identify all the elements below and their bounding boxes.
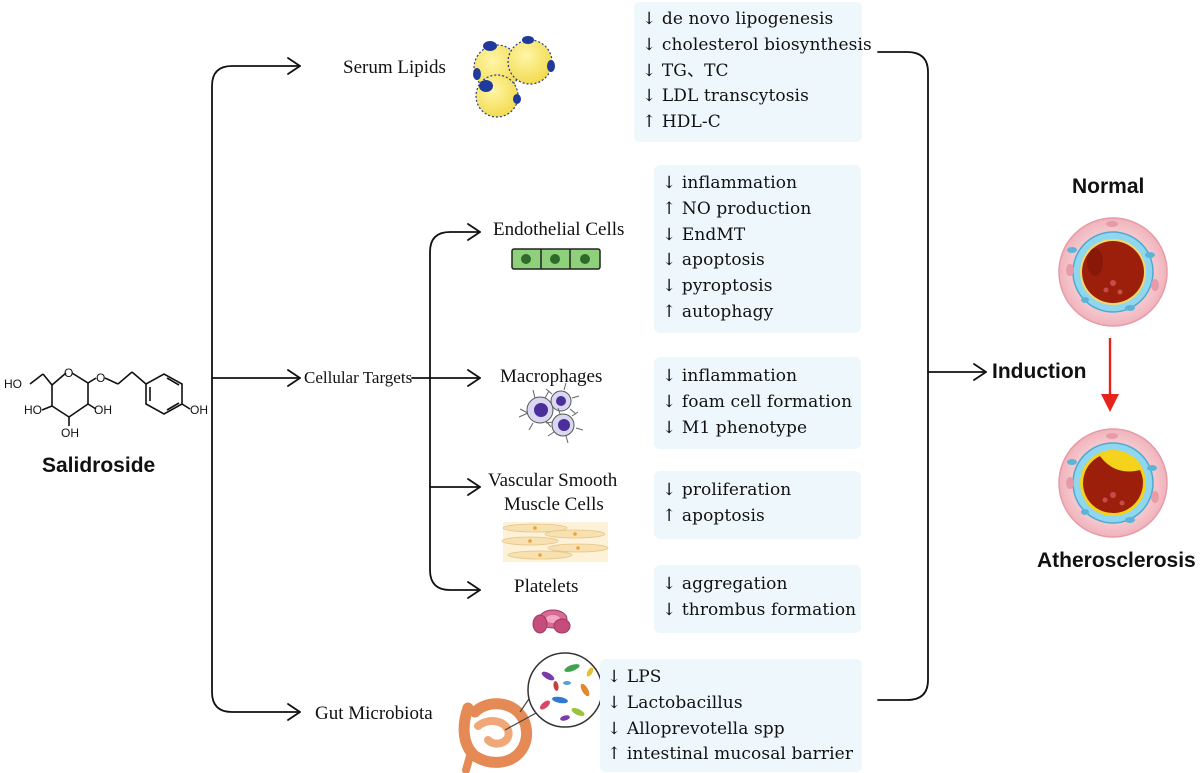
effect-item: ↓ inflammation bbox=[662, 173, 798, 193]
effect-item: ↓ Lactobacillus bbox=[607, 692, 743, 713]
arrowheads bbox=[287, 57, 987, 721]
smooth-muscle-cells-icon bbox=[501, 522, 609, 562]
effect-item: ↓ TG、TC bbox=[642, 60, 729, 81]
connector-lines bbox=[211, 51, 987, 713]
lipoprotein-particles-icon bbox=[473, 36, 555, 118]
endothelial-cells-icon bbox=[511, 248, 601, 270]
atom-o-glycosidic: O bbox=[96, 371, 105, 385]
effect-item: ↓ inflammation bbox=[662, 366, 798, 386]
effect-item: ↓ LPS bbox=[607, 667, 662, 687]
effect-item: ↓ M1 phenotype bbox=[662, 417, 808, 438]
effect-item: ↑ intestinal mucosal barrier bbox=[607, 744, 854, 765]
vsmc-effects: ↓ proliferation ↑ apoptosis bbox=[654, 471, 861, 539]
effect-item: ↓ apoptosis bbox=[662, 250, 765, 271]
platelets-label: Platelets bbox=[514, 576, 579, 597]
effect-item: ↑ HDL-C bbox=[642, 112, 721, 133]
effect-item: ↓ de novo lipogenesis bbox=[642, 9, 834, 29]
atom-oh-bottom: OH bbox=[61, 426, 79, 440]
vsmc-label-line1: Vascular Smooth bbox=[488, 470, 618, 491]
serum-lipids-label: Serum Lipids bbox=[343, 57, 446, 78]
gut-microbiota-effects: ↓ LPS ↓ Lactobacillus ↓ Alloprevotella s… bbox=[600, 659, 862, 772]
induction-label: Induction bbox=[992, 360, 1087, 383]
atom-o-ring: O bbox=[64, 366, 73, 380]
platelets-effects: ↓ aggregation ↓ thrombus formation bbox=[654, 565, 861, 633]
serum-lipids-effects: ↓ de novo lipogenesis ↓ cholesterol bios… bbox=[634, 2, 872, 142]
effect-item: ↓ Alloprevotella spp bbox=[607, 718, 785, 739]
atom-ho-left: HO bbox=[4, 377, 22, 391]
effect-item: ↓ EndMT bbox=[662, 224, 746, 245]
effect-item: ↑ apoptosis bbox=[662, 505, 765, 526]
normal-artery-icon bbox=[1058, 217, 1168, 327]
atom-oh-phenol: OH bbox=[190, 403, 208, 417]
effect-item: ↓ aggregation bbox=[662, 574, 788, 594]
effect-item: ↓ foam cell formation bbox=[662, 391, 853, 412]
platelets-icon bbox=[532, 609, 571, 634]
gut-microbiota-icon bbox=[458, 652, 603, 773]
compound-name: Salidroside bbox=[42, 454, 156, 477]
effect-item: ↑ autophagy bbox=[662, 301, 774, 322]
effect-item: ↓ cholesterol biosynthesis bbox=[642, 34, 872, 55]
effect-item: ↓ thrombus formation bbox=[662, 599, 857, 620]
cellular-targets-label: Cellular Targets bbox=[304, 368, 413, 387]
salidroside-atom-labels: HO O O HO OH OH OH bbox=[4, 366, 208, 440]
effect-item: ↓ LDL transcytosis bbox=[642, 86, 809, 107]
atherosclerotic-artery-icon bbox=[1058, 428, 1168, 538]
macrophages-effects: ↓ inflammation ↓ foam cell formation ↓ M… bbox=[654, 357, 861, 449]
macrophages-icon bbox=[518, 382, 584, 444]
atherosclerosis-label: Atherosclerosis bbox=[1037, 549, 1196, 572]
effect-item: ↑ NO production bbox=[662, 198, 812, 219]
endothelial-effects: ↓ inflammation ↑ NO production ↓ EndMT ↓… bbox=[654, 165, 861, 333]
macrophages-label: Macrophages bbox=[500, 366, 603, 387]
salidroside-structure bbox=[29, 371, 191, 426]
effect-item: ↓ pyroptosis bbox=[662, 276, 773, 297]
endothelial-cells-label: Endothelial Cells bbox=[493, 219, 625, 240]
vsmc-label-line2: Muscle Cells bbox=[504, 494, 604, 515]
atom-oh-right: OH bbox=[94, 403, 112, 417]
normal-label: Normal bbox=[1072, 175, 1145, 198]
atom-ho-ring: HO bbox=[24, 403, 42, 417]
progression-arrow bbox=[1101, 338, 1119, 412]
effect-item: ↓ proliferation bbox=[662, 480, 792, 500]
gut-microbiota-label: Gut Microbiota bbox=[315, 703, 433, 724]
